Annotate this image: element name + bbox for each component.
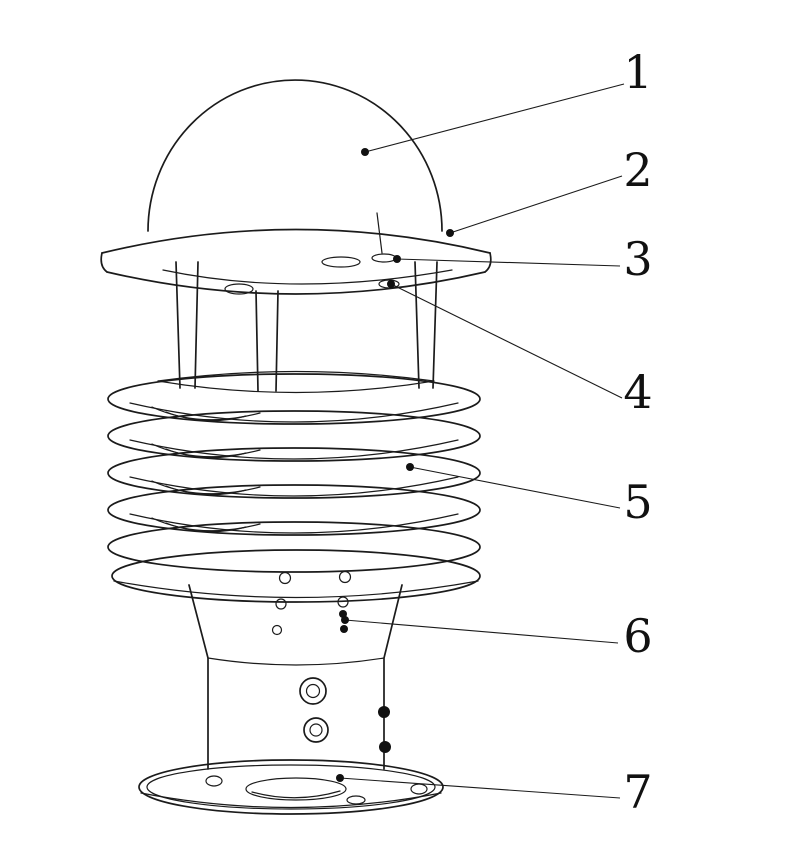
callout-number-6: 6 (623, 609, 652, 663)
leader-line-6 (344, 619, 619, 644)
top-sensor-small (371, 253, 397, 263)
leader-line-5 (409, 466, 621, 509)
callout-number-4: 4 (623, 365, 652, 419)
leader-dot-2 (446, 229, 454, 237)
base-flange (138, 759, 444, 815)
body-hole (275, 598, 287, 610)
leader-line-1 (364, 83, 625, 153)
leader-dot-6 (341, 616, 349, 624)
leader-dot-1 (361, 148, 369, 156)
louver-bottom-plate (111, 549, 481, 603)
callout-number-7: 7 (623, 765, 652, 819)
flange-mount-hole-right (410, 783, 428, 795)
leader-dot-4 (387, 280, 395, 288)
post-right (414, 261, 420, 389)
flange-mount-hole-left (205, 775, 223, 787)
callout-leaders (336, 83, 625, 799)
flange-slot (346, 795, 366, 805)
louver-plate (107, 373, 481, 425)
post-left (175, 261, 181, 389)
side-connector (378, 706, 390, 718)
support-posts (175, 261, 438, 392)
leader-line-2 (449, 175, 623, 234)
louver-plate (107, 521, 481, 573)
callout-number-3: 3 (623, 232, 652, 286)
cap-brim (100, 212, 492, 295)
callout-numbers: 1 2 3 4 5 6 7 (623, 45, 652, 819)
post-middle (255, 290, 259, 392)
callout-number-1: 1 (623, 45, 652, 99)
flange-center-opening (245, 777, 347, 801)
cable-gland (303, 717, 329, 743)
callout-number-2: 2 (623, 143, 652, 197)
body-hole (278, 571, 292, 585)
louver-plate (107, 447, 481, 499)
body-hole (338, 570, 352, 584)
callout-number-5: 5 (623, 475, 652, 529)
louver-stack (107, 370, 481, 603)
body-hole (271, 624, 283, 636)
leader-dot-7 (336, 774, 344, 782)
louver-plate (107, 410, 481, 462)
dome-cover (147, 79, 443, 232)
top-sensor (321, 256, 361, 268)
top-plate-sensors (162, 253, 453, 295)
cable-gland (299, 677, 327, 705)
louver-plate (107, 484, 481, 536)
cap-seam (376, 212, 383, 254)
side-connector (379, 741, 391, 753)
leader-line-7 (339, 777, 621, 799)
body-screw (340, 625, 348, 633)
leader-line-4 (390, 283, 623, 399)
lower-body (188, 570, 403, 770)
leader-dot-5 (406, 463, 414, 471)
leader-dot-3 (393, 255, 401, 263)
leader-line-3 (396, 258, 621, 267)
top-sensor (224, 283, 254, 295)
